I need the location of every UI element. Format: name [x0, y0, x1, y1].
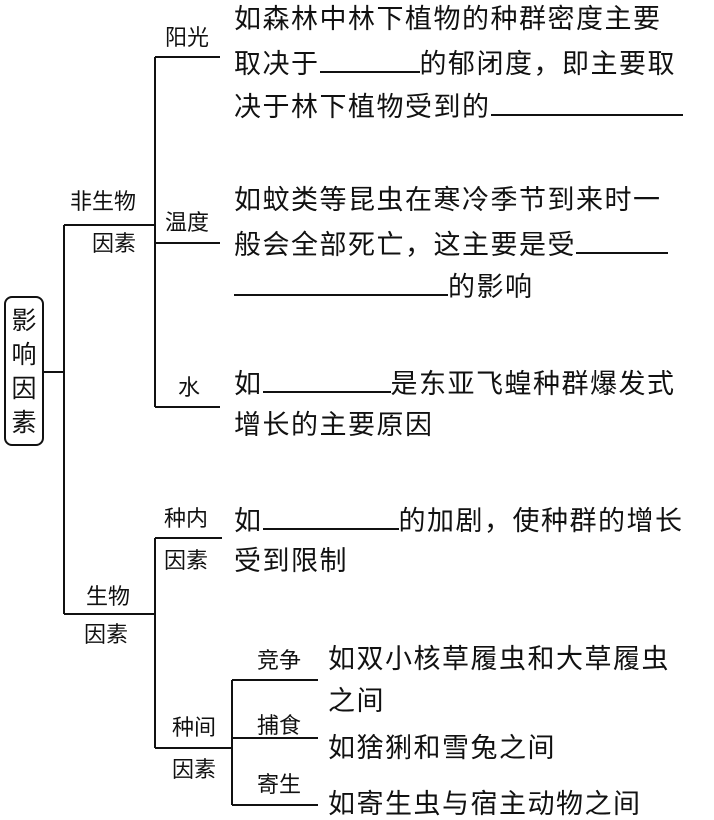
biotic-label-line2: 因素	[84, 623, 129, 648]
sunlight-label: 阳光	[165, 26, 210, 51]
water-line1-after: 是东亚飞蝗种群爆发式	[390, 369, 676, 400]
intraspecific-blank	[262, 506, 399, 530]
sunlight-line2-before: 取决于	[234, 49, 320, 80]
predation-label: 捕食	[257, 714, 302, 739]
sunlight-blank-2	[490, 92, 683, 116]
sunlight-line2-after: 的郁闭度，即主要取	[419, 49, 676, 80]
temperature-line2-text: 般会全部死亡，这主要是受	[234, 230, 576, 261]
biotic-label-line1: 生物	[86, 585, 131, 610]
sunlight-line3: 决于林下植物受到的	[234, 92, 683, 121]
sunlight-line1: 如森林中林下植物的种群密度主要	[234, 4, 662, 35]
intraspecific-line1: 如 的加剧，使种群的增长	[234, 506, 684, 535]
temperature-blank-b	[234, 272, 448, 296]
temperature-line2: 般会全部死亡，这主要是受	[234, 230, 668, 259]
intraspecific-line1-after: 的加剧，使种群的增长	[398, 506, 684, 537]
temperature-line1: 如蚊类等昆虫在寒冷季节到来时一	[234, 185, 662, 216]
water-label: 水	[178, 376, 201, 401]
interspecific-label-line1: 种间	[172, 716, 217, 741]
intraspecific-line1-before: 如	[234, 506, 263, 537]
competition-line2: 之间	[328, 686, 385, 717]
root-char: 素	[11, 408, 37, 437]
competition-line1: 如双小核草履虫和大草履虫	[328, 644, 670, 675]
temperature-label: 温度	[165, 211, 210, 236]
intraspecific-label-line1: 种内	[164, 507, 209, 532]
abiotic-label-line1: 非生物	[70, 190, 137, 215]
sunlight-line2: 取决于 的郁闭度，即主要取	[234, 49, 676, 78]
predation-text: 如猞猁和雪兔之间	[328, 733, 556, 764]
water-blank	[262, 369, 391, 393]
abiotic-label-line2: 因素	[92, 232, 137, 257]
root-char: 影	[11, 306, 37, 335]
temperature-line3: 的影响	[234, 272, 534, 301]
root-char: 因	[11, 374, 37, 403]
root-char: 响	[11, 340, 37, 369]
interspecific-label-line2: 因素	[172, 758, 217, 783]
sunlight-line3-text: 决于林下植物受到的	[234, 92, 491, 123]
parasitism-label: 寄生	[257, 773, 302, 798]
temperature-line3-after: 的影响	[448, 272, 534, 303]
intraspecific-line2: 受到限制	[234, 546, 348, 577]
intraspecific-label-line2: 因素	[164, 549, 209, 574]
sunlight-blank-1	[319, 49, 420, 73]
water-line1-before: 如	[234, 369, 263, 400]
temperature-blank-a	[576, 230, 668, 254]
water-line2: 增长的主要原因	[234, 410, 434, 441]
competition-label: 竞争	[257, 649, 302, 674]
water-line1: 如 是东亚飞蝗种群爆发式	[234, 369, 676, 398]
root-node: 影 响 因 素	[4, 296, 44, 446]
parasitism-text: 如寄生虫与宿主动物之间	[328, 789, 642, 820]
